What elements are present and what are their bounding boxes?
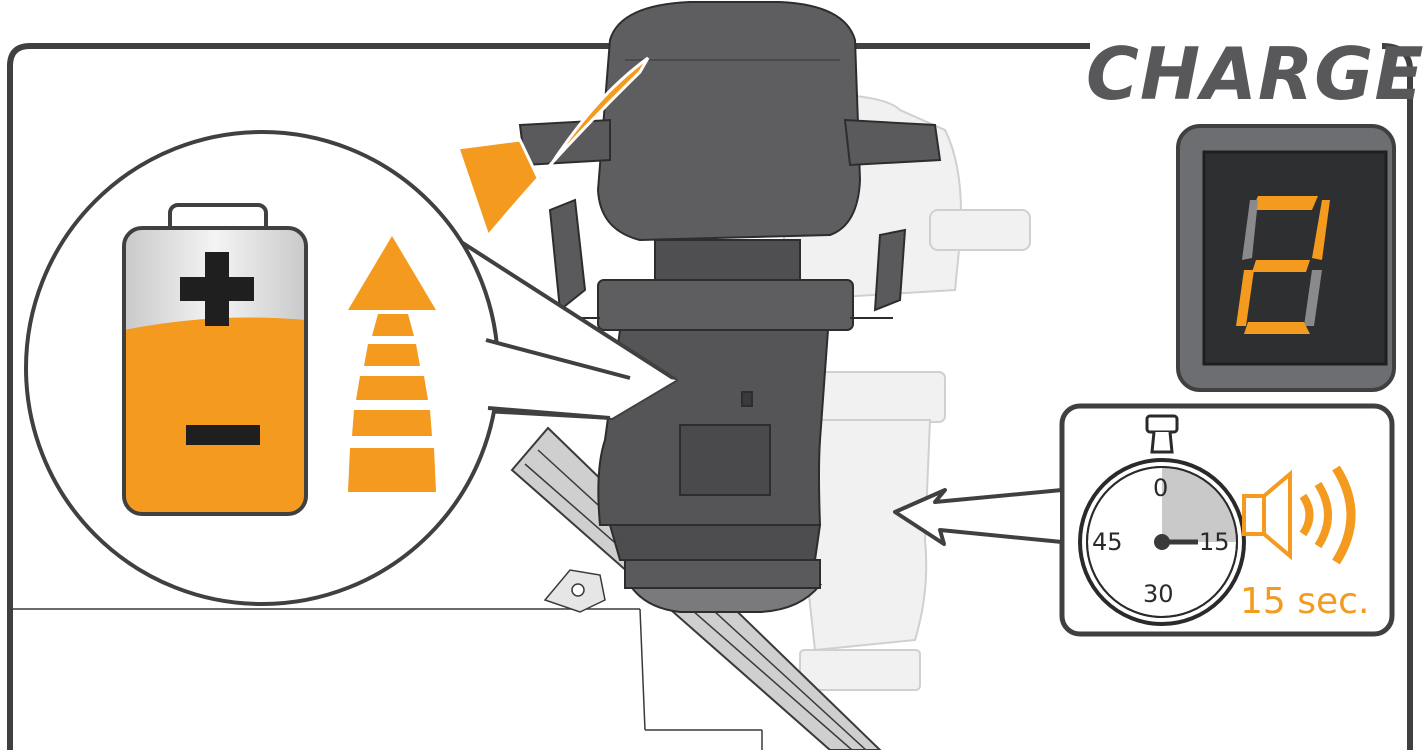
dial-label-left: 45	[1092, 530, 1123, 554]
segment-d	[1244, 322, 1310, 334]
dial-label-right: 15	[1199, 530, 1230, 554]
seven-segment-display	[1178, 126, 1394, 390]
stair-lines	[10, 609, 762, 750]
duration-label: 15 sec.	[1240, 582, 1369, 622]
rail-bracket	[545, 570, 605, 612]
dial-label-top: 0	[1153, 476, 1168, 500]
segment-a	[1252, 196, 1318, 210]
page-title: CHARGE	[1086, 34, 1386, 114]
segment-g	[1252, 260, 1310, 272]
battery-icon	[124, 205, 306, 514]
dial-label-bottom: 30	[1143, 582, 1174, 606]
